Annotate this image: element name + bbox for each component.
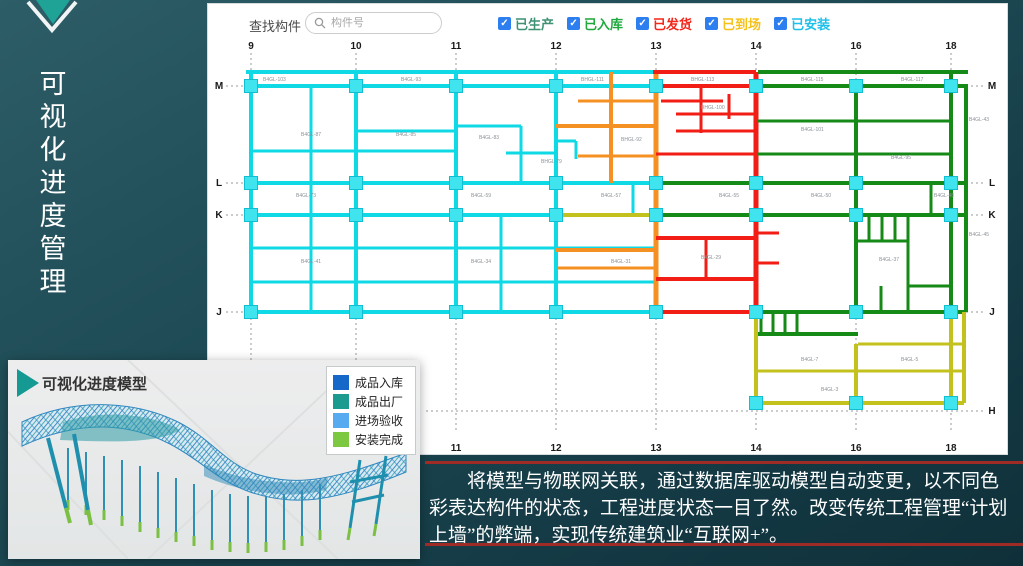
svg-text:B4GL-95: B4GL-95 bbox=[891, 155, 911, 161]
svg-text:B4GL-73: B4GL-73 bbox=[296, 193, 316, 199]
svg-text:B4GL-101: B4GL-101 bbox=[801, 127, 824, 133]
svg-text:12: 12 bbox=[550, 443, 562, 454]
svg-text:B4GL-41: B4GL-41 bbox=[301, 259, 321, 265]
svg-text:B4GL-29: B4GL-29 bbox=[701, 255, 721, 261]
svg-text:M: M bbox=[215, 81, 223, 92]
legend-row: 成品入库 bbox=[333, 373, 409, 391]
svg-text:B4GL-7: B4GL-7 bbox=[801, 357, 818, 363]
filter-已到场[interactable]: ✓已到场 bbox=[705, 14, 761, 33]
search-input[interactable] bbox=[331, 17, 421, 29]
legend-label: 安装完成 bbox=[355, 432, 404, 447]
svg-text:B4GL-5: B4GL-5 bbox=[901, 357, 918, 363]
checkbox-icon[interactable]: ✓ bbox=[498, 17, 511, 30]
svg-text:B4GL-57: B4GL-57 bbox=[601, 193, 621, 199]
svg-text:B4GL-93: B4GL-93 bbox=[401, 77, 421, 83]
svg-text:BHGL-79: BHGL-79 bbox=[541, 159, 562, 165]
legend-label: 成品出厂 bbox=[355, 394, 404, 409]
svg-text:B4GL-55: B4GL-55 bbox=[719, 193, 739, 199]
svg-text:12: 12 bbox=[550, 41, 562, 52]
svg-text:11: 11 bbox=[451, 41, 462, 52]
svg-text:B4GL-115: B4GL-115 bbox=[801, 77, 824, 83]
svg-text:B4GL-34: B4GL-34 bbox=[471, 259, 491, 265]
play-marker-icon bbox=[17, 369, 39, 397]
caption-block: 将模型与物联网关联，通过数据库驱动模型自动变更，以不同色彩表达构件的状态，工程进… bbox=[425, 461, 1023, 546]
legend-swatch bbox=[333, 374, 349, 390]
svg-text:11: 11 bbox=[451, 443, 462, 454]
svg-text:B4GL-45: B4GL-45 bbox=[969, 232, 989, 238]
progress-model-card: 可视化进度模型 成品入库成品出厂进场验收安装完成 bbox=[8, 360, 420, 559]
svg-text:BHGL-100: BHGL-100 bbox=[701, 105, 725, 111]
search-box[interactable] bbox=[305, 12, 442, 34]
model-wireframe bbox=[8, 360, 407, 559]
svg-text:B4GL-3: B4GL-3 bbox=[821, 387, 838, 393]
filter-label: 已入库 bbox=[584, 17, 624, 32]
svg-text:J: J bbox=[989, 307, 995, 318]
svg-text:L: L bbox=[989, 178, 995, 189]
svg-text:16: 16 bbox=[850, 41, 862, 52]
filter-已发货[interactable]: ✓已发货 bbox=[636, 14, 692, 33]
legend-label: 成品入库 bbox=[355, 375, 404, 390]
svg-text:9: 9 bbox=[248, 41, 254, 52]
caption-text: 将模型与物联网关联，通过数据库驱动模型自动变更，以不同色彩表达构件的状态，工程进… bbox=[429, 471, 1008, 546]
legend-row: 进场验收 bbox=[333, 411, 409, 429]
filter-已入库[interactable]: ✓已入库 bbox=[567, 14, 623, 33]
svg-text:B4GL-37: B4GL-37 bbox=[879, 257, 899, 263]
filter-label: 已安装 bbox=[791, 17, 831, 32]
legend-row: 成品出厂 bbox=[333, 392, 409, 410]
svg-text:18: 18 bbox=[945, 443, 957, 454]
svg-text:H: H bbox=[988, 406, 995, 417]
checkbox-icon[interactable]: ✓ bbox=[636, 17, 650, 30]
svg-text:K: K bbox=[215, 210, 223, 221]
svg-text:L: L bbox=[216, 178, 222, 189]
search-icon bbox=[314, 17, 326, 29]
page-title: 可视化进度管理 bbox=[39, 69, 67, 297]
svg-text:B4GL-59: B4GL-59 bbox=[471, 193, 491, 199]
svg-text:B4GL-83: B4GL-83 bbox=[479, 135, 499, 141]
svg-text:14: 14 bbox=[750, 41, 762, 52]
legend-row: 安装完成 bbox=[333, 430, 409, 448]
checkbox-icon[interactable]: ✓ bbox=[567, 17, 581, 30]
filter-label: 已生产 bbox=[515, 17, 555, 32]
svg-text:B4GL-85: B4GL-85 bbox=[396, 132, 416, 138]
svg-text:B4GL-48: B4GL-48 bbox=[934, 193, 954, 199]
legend-swatch bbox=[333, 412, 349, 428]
svg-text:B4GL-50: B4GL-50 bbox=[811, 193, 831, 199]
svg-text:B4GL-117: B4GL-117 bbox=[901, 77, 924, 83]
inset-title: 可视化进度模型 bbox=[42, 376, 148, 393]
legend-swatch bbox=[333, 393, 349, 409]
svg-text:10: 10 bbox=[350, 41, 362, 52]
svg-text:BHGL-92: BHGL-92 bbox=[621, 137, 642, 143]
svg-text:B4GL-87: B4GL-87 bbox=[301, 132, 321, 138]
svg-text:13: 13 bbox=[650, 41, 662, 52]
svg-text:M: M bbox=[988, 81, 996, 92]
legend-swatch bbox=[333, 431, 349, 447]
legend-label: 进场验收 bbox=[355, 413, 404, 428]
search-label: 查找构件 bbox=[249, 19, 302, 34]
svg-text:18: 18 bbox=[945, 41, 957, 52]
checkbox-icon[interactable]: ✓ bbox=[774, 17, 788, 30]
checkbox-icon[interactable]: ✓ bbox=[705, 17, 719, 30]
svg-text:K: K bbox=[988, 210, 996, 221]
svg-text:B4GL-31: B4GL-31 bbox=[611, 259, 631, 265]
status-filters: ✓已生产✓已入库✓已发货✓已到场✓已安装 bbox=[498, 14, 830, 33]
filter-已生产[interactable]: ✓ 已生产 bbox=[498, 14, 554, 33]
svg-text:BHGL-113: BHGL-113 bbox=[691, 77, 714, 83]
filter-label: 已到场 bbox=[722, 17, 762, 32]
filter-已安装[interactable]: ✓已安装 bbox=[774, 14, 830, 33]
corner-triangle-icon bbox=[26, 0, 78, 34]
model-legend: 成品入库成品出厂进场验收安装完成 bbox=[326, 366, 416, 455]
svg-text:13: 13 bbox=[650, 443, 662, 454]
svg-text:16: 16 bbox=[850, 443, 862, 454]
svg-text:BHGL-111: BHGL-111 bbox=[581, 77, 604, 83]
svg-text:B4GL-43: B4GL-43 bbox=[969, 117, 989, 123]
svg-text:J: J bbox=[216, 307, 222, 318]
svg-text:B4GL-103: B4GL-103 bbox=[263, 77, 286, 83]
svg-text:14: 14 bbox=[750, 443, 762, 454]
filter-label: 已发货 bbox=[653, 17, 693, 32]
